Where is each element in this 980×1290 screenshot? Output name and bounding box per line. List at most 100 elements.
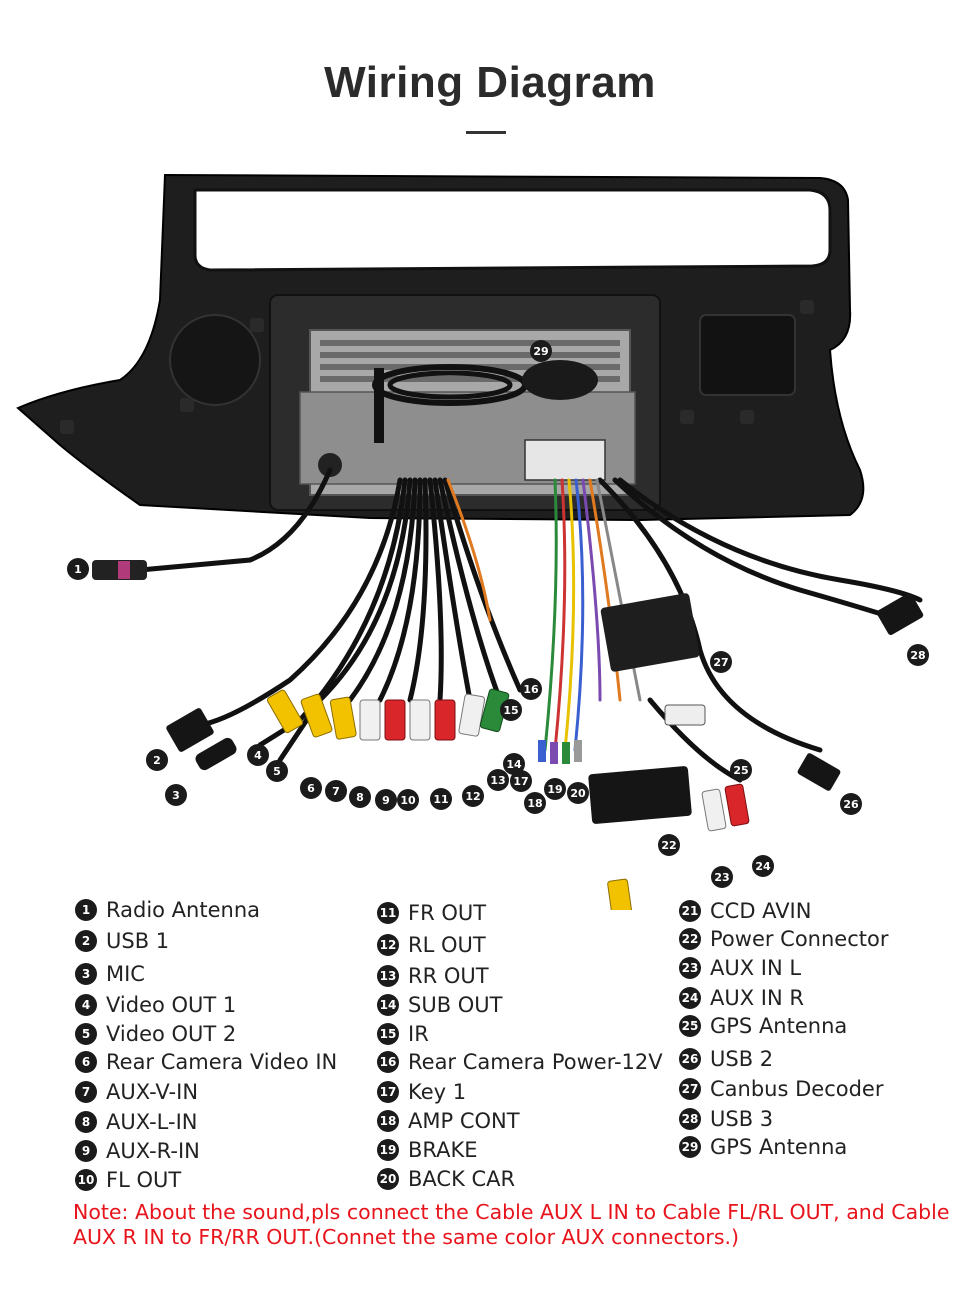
usb2-plug bbox=[797, 753, 841, 791]
number-badge: 15 bbox=[377, 1023, 399, 1045]
legend-label: USB 2 bbox=[710, 1047, 774, 1071]
svg-text:4: 4 bbox=[254, 749, 262, 762]
svg-text:12: 12 bbox=[465, 790, 480, 803]
svg-text:22: 22 bbox=[661, 839, 676, 852]
wiring-diagram-illustration: 1 2 3 4 5 6 7 8 9 10 11 12 13 14 15 16 1… bbox=[16, 173, 929, 910]
callout-badges: 1 2 3 4 5 6 7 8 9 10 11 12 13 14 15 16 1… bbox=[67, 340, 929, 888]
mic-plug bbox=[195, 737, 237, 771]
svg-text:5: 5 bbox=[273, 765, 281, 778]
usb3-plug bbox=[876, 592, 924, 636]
number-badge: 4 bbox=[75, 994, 97, 1016]
callout-5: 5 bbox=[266, 760, 288, 782]
callout-17: 17 bbox=[510, 770, 532, 792]
legend-label: Key 1 bbox=[408, 1080, 467, 1104]
legend-item: 5 Video OUT 2 bbox=[75, 1022, 236, 1046]
legend-label: AUX-R-IN bbox=[106, 1139, 200, 1163]
title-underline bbox=[466, 131, 506, 134]
callout-14: 14 bbox=[503, 753, 525, 775]
callout-15: 15 bbox=[500, 699, 522, 721]
callout-6: 6 bbox=[300, 777, 322, 799]
callout-10: 10 bbox=[397, 789, 419, 811]
number-badge: 6 bbox=[75, 1051, 97, 1073]
legend-label: AUX-L-IN bbox=[106, 1110, 198, 1134]
callout-1: 1 bbox=[67, 558, 89, 580]
number-badge: 16 bbox=[377, 1051, 399, 1073]
legend-label: GPS Antenna bbox=[710, 1135, 848, 1159]
legend-label: FR OUT bbox=[408, 901, 487, 925]
number-badge: 24 bbox=[679, 987, 701, 1009]
legend-label: CCD AVIN bbox=[710, 899, 812, 923]
sound-connection-note: Note: About the sound,pls connect the Ca… bbox=[73, 1200, 950, 1249]
legend-label: Radio Antenna bbox=[106, 898, 261, 922]
number-badge: 26 bbox=[679, 1048, 701, 1070]
legend-item: 16 Rear Camera Power-12V bbox=[377, 1050, 663, 1074]
svg-text:26: 26 bbox=[843, 798, 859, 811]
legend-label: USB 3 bbox=[710, 1107, 774, 1131]
number-badge: 13 bbox=[377, 965, 399, 987]
callout-11: 11 bbox=[430, 788, 452, 810]
legend-item: 1 Radio Antenna bbox=[75, 898, 260, 922]
pin-terminals bbox=[538, 740, 582, 764]
legend-item: 23 AUX IN L bbox=[679, 956, 801, 980]
legend-label: FL OUT bbox=[106, 1168, 182, 1192]
svg-text:23: 23 bbox=[714, 871, 729, 884]
main-harness-socket bbox=[524, 439, 606, 481]
callout-3: 3 bbox=[165, 784, 187, 806]
number-badge: 21 bbox=[679, 900, 701, 922]
number-badge: 20 bbox=[377, 1168, 399, 1190]
ccd-avin-plug bbox=[607, 878, 633, 910]
callout-29: 29 bbox=[530, 340, 552, 362]
legend-item: 26 USB 2 bbox=[679, 1047, 773, 1071]
legend-label: Rear Camera Power-12V bbox=[408, 1050, 663, 1074]
svg-text:18: 18 bbox=[527, 797, 542, 810]
svg-text:19: 19 bbox=[547, 783, 562, 796]
number-badge: 14 bbox=[377, 994, 399, 1016]
number-badge: 11 bbox=[377, 902, 399, 924]
callout-18: 18 bbox=[524, 792, 546, 814]
number-badge: 19 bbox=[377, 1139, 399, 1161]
aux-in-r-plug bbox=[724, 783, 750, 827]
legend-label: IR bbox=[408, 1022, 429, 1046]
callout-8: 8 bbox=[349, 786, 371, 808]
callout-20: 20 bbox=[567, 782, 589, 804]
legend-label: RR OUT bbox=[408, 964, 489, 988]
callout-7: 7 bbox=[325, 780, 347, 802]
left-vent bbox=[169, 314, 261, 406]
callout-23: 23 bbox=[711, 866, 733, 888]
number-badge: 5 bbox=[75, 1023, 97, 1045]
svg-text:27: 27 bbox=[713, 656, 728, 669]
canbus-decoder bbox=[600, 593, 700, 672]
legend-label: Video OUT 1 bbox=[106, 993, 237, 1017]
legend-item: 4 Video OUT 1 bbox=[75, 993, 236, 1017]
legend-label: Rear Camera Video IN bbox=[106, 1050, 338, 1074]
legend-label: RL OUT bbox=[408, 933, 486, 957]
legend-label: Video OUT 2 bbox=[106, 1022, 237, 1046]
legend-item: 15 IR bbox=[377, 1022, 429, 1046]
svg-text:14: 14 bbox=[506, 758, 522, 771]
svg-text:13: 13 bbox=[490, 774, 505, 787]
callout-24: 24 bbox=[752, 855, 774, 877]
number-badge: 23 bbox=[679, 957, 701, 979]
legend-label: AUX IN L bbox=[710, 956, 802, 980]
gps-antenna-connector bbox=[664, 704, 706, 726]
svg-text:15: 15 bbox=[503, 704, 518, 717]
legend-label: GPS Antenna bbox=[710, 1014, 848, 1038]
svg-text:25: 25 bbox=[733, 764, 748, 777]
svg-text:1: 1 bbox=[74, 563, 82, 576]
number-badge: 18 bbox=[377, 1110, 399, 1132]
legend-item: 13 RR OUT bbox=[377, 964, 489, 988]
callout-19: 19 bbox=[544, 778, 566, 800]
wifi-antenna bbox=[374, 368, 384, 443]
legend-item: 6 Rear Camera Video IN bbox=[75, 1050, 337, 1074]
number-badge: 1 bbox=[75, 899, 97, 921]
legend-label: AMP CONT bbox=[408, 1109, 520, 1133]
